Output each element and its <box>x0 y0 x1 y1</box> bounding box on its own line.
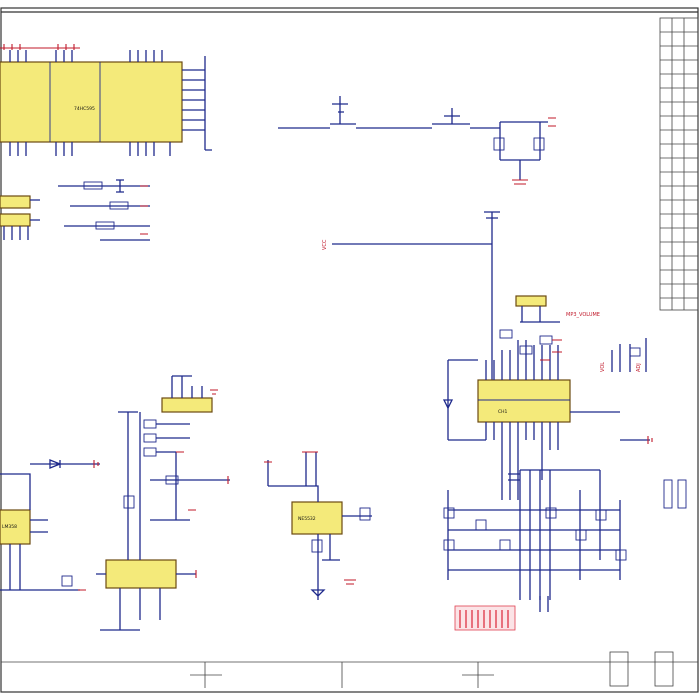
mid-connector <box>161 375 218 413</box>
right-edge-parts <box>611 338 687 509</box>
bottom-title-block <box>1 651 698 688</box>
ic-label-lm358: LM358 <box>2 524 17 530</box>
sheet-border <box>0 7 699 693</box>
switch-section <box>278 96 556 185</box>
ic-label-74hc595: 74HC595 <box>74 106 95 112</box>
svg-text:VCC: VCC <box>322 239 328 250</box>
title-block-grid <box>659 17 699 311</box>
bottom-left-amp <box>0 459 100 591</box>
left-connector <box>0 195 40 240</box>
bottom-mid-amp <box>96 411 230 631</box>
right-audio-ic <box>442 340 653 500</box>
netlabel-vol: VOL <box>600 362 606 372</box>
ic-label-ne5532: NE5532 <box>298 516 316 522</box>
ic-label-ch1: CH1 <box>498 409 508 415</box>
passive-network-top <box>58 179 150 241</box>
output-filter-network <box>443 469 627 600</box>
small-jumper: MP3_VOLUME <box>515 295 600 323</box>
netlabel-adj: ADJ <box>636 363 642 372</box>
netlabel-mp3-volume: MP3_VOLUME <box>566 312 600 318</box>
top-left-ic <box>0 44 212 156</box>
output-connector <box>454 596 549 631</box>
vcc-rail: VCC <box>322 211 500 420</box>
right-ic-passives-top <box>499 329 562 361</box>
regulator-block <box>264 451 372 600</box>
